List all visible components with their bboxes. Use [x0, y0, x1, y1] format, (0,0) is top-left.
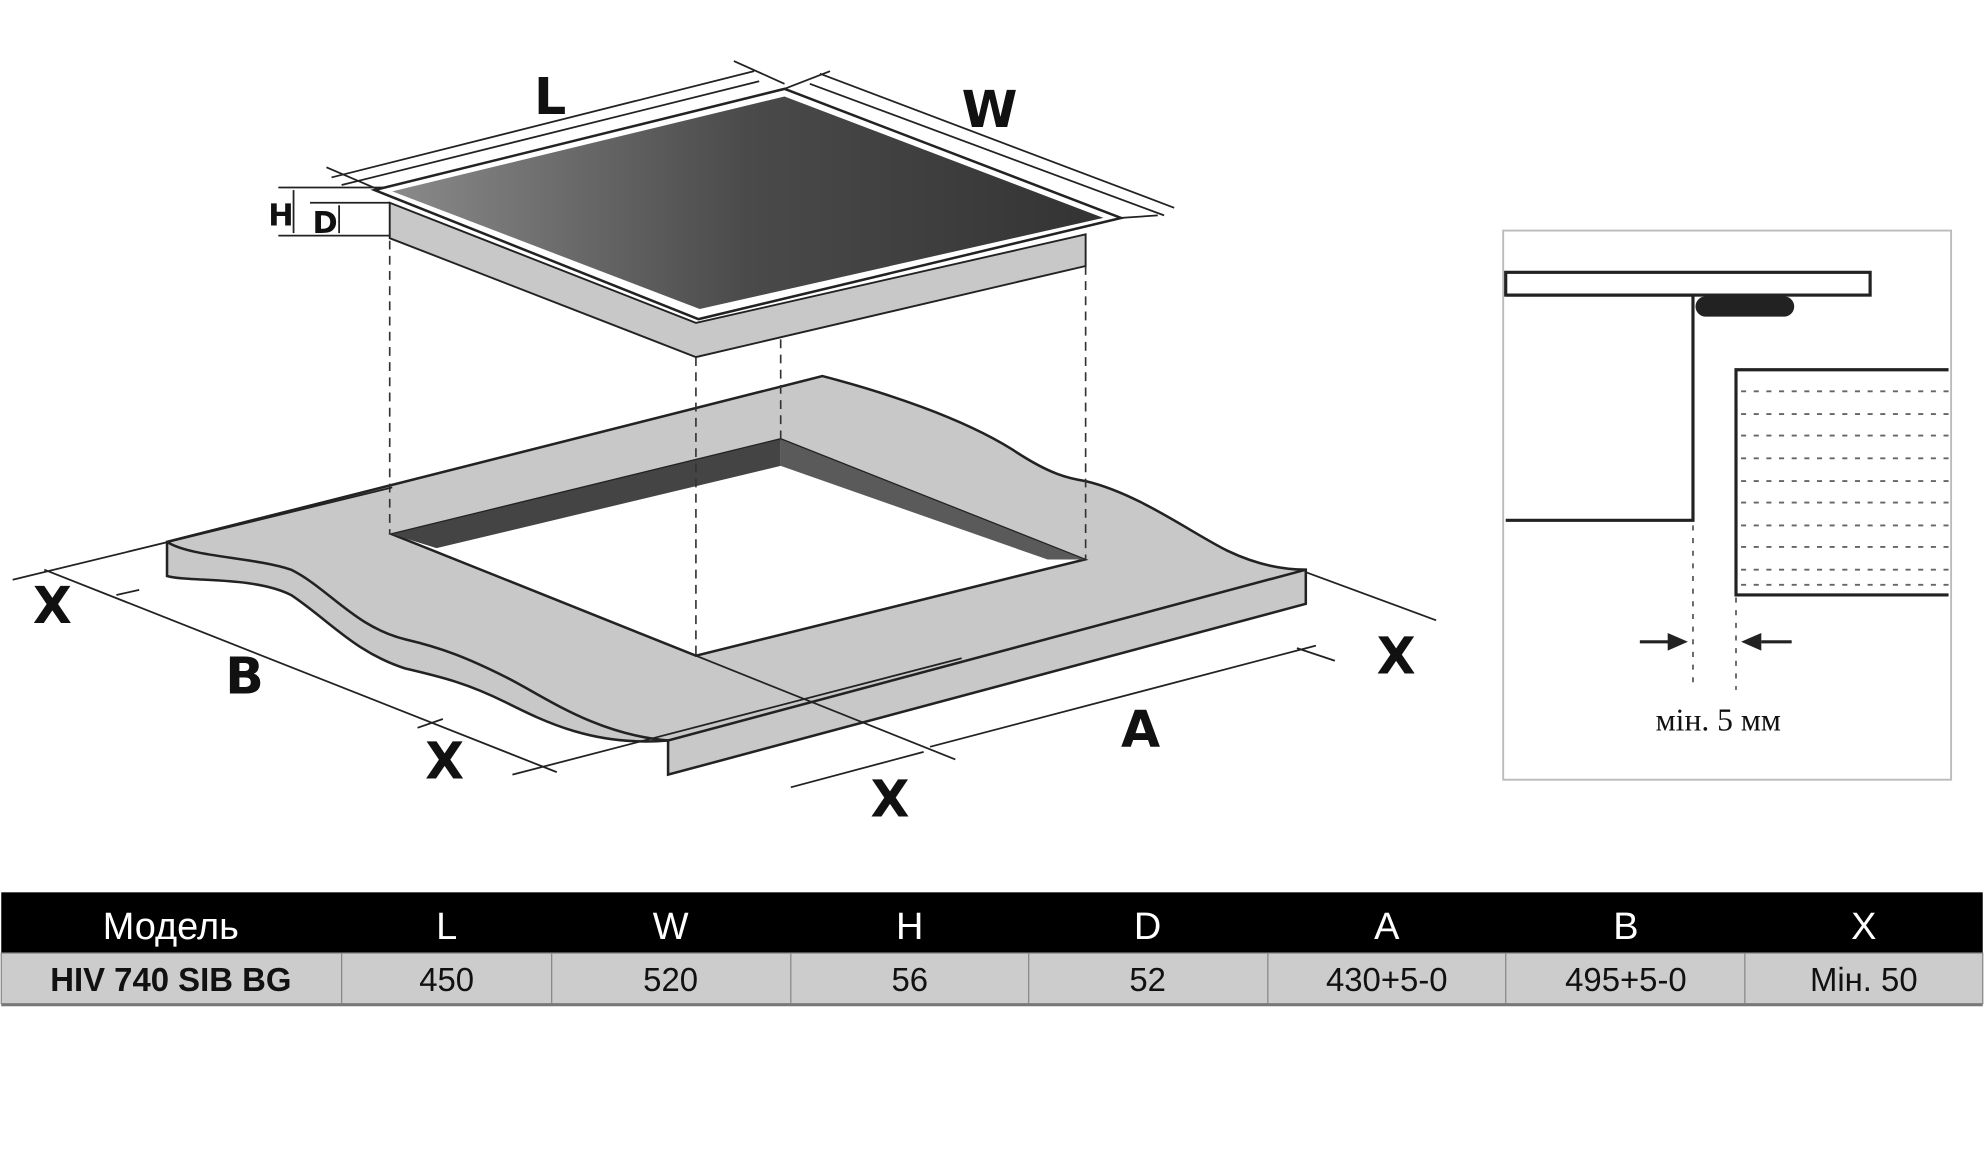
header-x: X: [1851, 906, 1876, 948]
cell-d: 52: [1129, 961, 1166, 998]
cell-w: 520: [643, 961, 698, 998]
cell-l: 450: [419, 961, 474, 998]
cell-a: 430+5-0: [1326, 961, 1448, 998]
label-d: D: [313, 206, 338, 241]
dimension-lines: [12, 60, 1437, 789]
header-h: H: [896, 906, 923, 948]
label-b: B: [225, 647, 264, 706]
label-x-left: X: [33, 576, 72, 635]
arrow-right-icon: [1639, 632, 1688, 651]
label-x-bottom: X: [871, 769, 910, 828]
header-a: A: [1374, 906, 1400, 948]
table-header: [1, 892, 1983, 954]
cell-h: 56: [891, 961, 928, 998]
cell-x: Мін. 50: [1810, 961, 1918, 998]
countertop: [165, 374, 1308, 777]
label-h: H: [268, 199, 293, 234]
label-x-right: X: [1377, 626, 1416, 685]
label-w: W: [962, 80, 1018, 139]
header-l: L: [436, 906, 457, 948]
spec-table: Модель L W H D A B X HIV 740 SIB BG 450 …: [0, 892, 1984, 1007]
label-l: L: [534, 67, 566, 126]
hob: [370, 87, 1126, 359]
header-model: Модель: [103, 906, 239, 948]
header-b: B: [1613, 906, 1638, 948]
header-w: W: [653, 906, 689, 948]
cell-b: 495+5-0: [1565, 961, 1687, 998]
arrow-left-icon: [1741, 632, 1792, 651]
label-a: A: [1121, 700, 1160, 759]
label-x-bottom-left: X: [425, 731, 464, 790]
projection-lines: [388, 240, 1087, 656]
gap-detail-inset: мін. 5 мм: [1502, 229, 1953, 781]
cell-model: HIV 740 SIB BG: [50, 961, 291, 998]
header-d: D: [1134, 906, 1161, 948]
table-row: [0, 952, 1984, 1005]
min-gap-note: мін. 5 мм: [1656, 702, 1781, 737]
